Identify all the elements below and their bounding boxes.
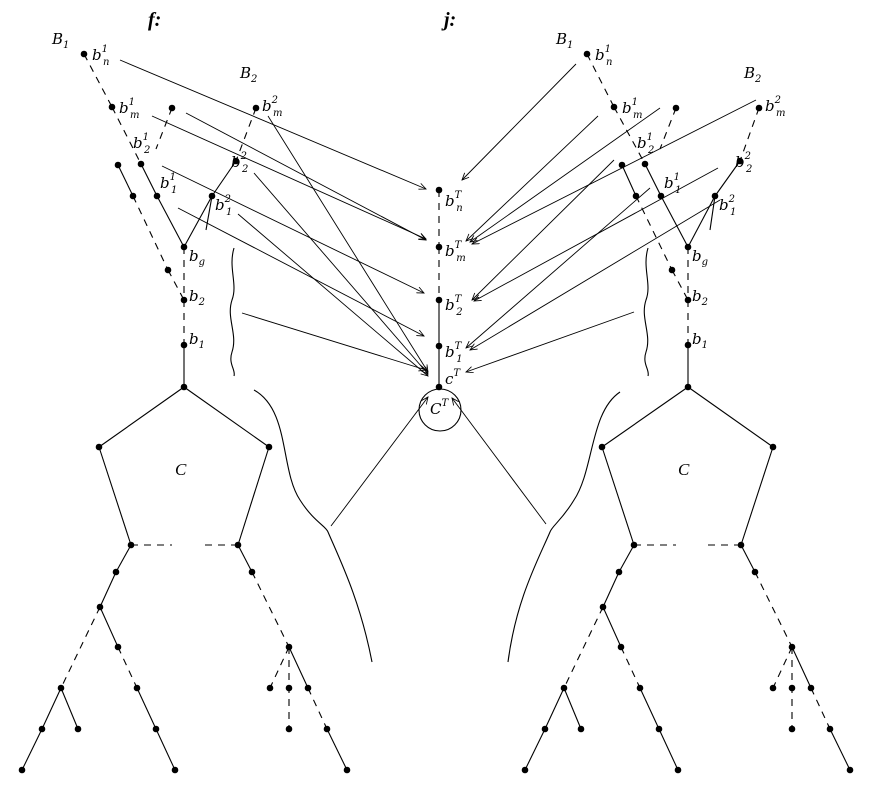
left-label-b1: b1 xyxy=(189,330,205,351)
right-label-B2: B2 xyxy=(743,64,761,85)
left-label-bg: bg xyxy=(189,247,205,268)
right-map-title: j: xyxy=(441,9,456,31)
right-label-B1: B1 xyxy=(555,30,573,51)
right-map-arrows xyxy=(452,63,757,525)
right-label-bg: bg xyxy=(692,247,708,268)
target-label-cT: cT xyxy=(445,368,461,388)
left-label-C: C xyxy=(175,460,187,479)
right-label-b2: b2 xyxy=(692,287,708,308)
right-label-C: C xyxy=(678,460,690,479)
left-label-B1: B1 xyxy=(51,30,69,51)
left-map-title: f: xyxy=(148,9,161,31)
left-map-arrows xyxy=(119,59,428,527)
right-label-b1: b1 xyxy=(692,330,708,351)
left-label-b2: b2 xyxy=(189,287,205,308)
target-label-CT: CT xyxy=(430,398,449,418)
left-label-B2: B2 xyxy=(239,64,257,85)
